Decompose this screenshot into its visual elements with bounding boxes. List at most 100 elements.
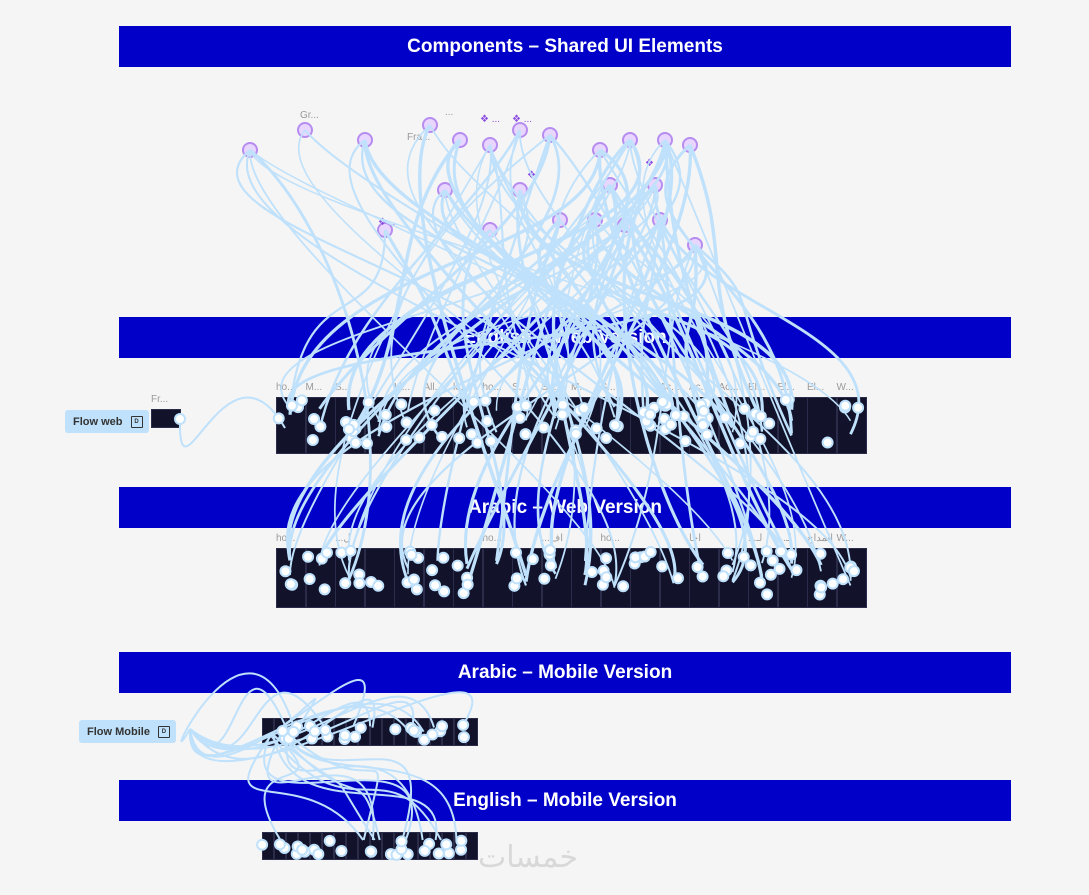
arabic-web-frame[interactable] (364, 548, 395, 608)
english-web-frame[interactable] (689, 397, 719, 454)
arabic-web-frame[interactable] (276, 548, 306, 608)
english-mobile-frame[interactable] (466, 832, 478, 860)
component-instance[interactable] (542, 127, 558, 143)
arabic-mobile-frame[interactable] (274, 718, 286, 746)
arabic-mobile-frame[interactable] (334, 718, 346, 746)
arabic-mobile-frame[interactable] (310, 718, 322, 746)
english-web-frame[interactable] (571, 397, 601, 454)
component-instance[interactable] (552, 212, 568, 228)
english-mobile-frame[interactable] (406, 832, 418, 860)
component-instance[interactable] (437, 182, 453, 198)
arabic-web-frame[interactable] (777, 548, 808, 608)
english-web-frame[interactable] (836, 397, 867, 454)
arabic-mobile-frame[interactable] (442, 718, 454, 746)
arabic-web-frame[interactable] (689, 548, 719, 608)
english-web-frame[interactable] (276, 397, 306, 454)
english-web-frame[interactable] (364, 397, 395, 454)
english-mobile-frame[interactable] (430, 832, 442, 860)
arabic-mobile-frame[interactable] (454, 718, 466, 746)
english-web-frame[interactable] (482, 397, 513, 454)
english-web-frame[interactable] (394, 397, 424, 454)
english-web-frame[interactable] (807, 397, 837, 454)
english-mobile-frame[interactable] (322, 832, 334, 860)
english-web-frame[interactable] (659, 397, 690, 454)
english-web-frame[interactable] (718, 397, 749, 454)
flow-start-mobile[interactable]: Flow Mobile D (79, 720, 176, 743)
arabic-web-frame[interactable] (748, 548, 778, 608)
english-web-frame[interactable] (777, 397, 808, 454)
english-web-frame[interactable] (630, 397, 660, 454)
arabic-mobile-frame[interactable] (358, 718, 370, 746)
component-instance[interactable] (482, 222, 498, 238)
arabic-mobile-frame[interactable] (262, 718, 274, 746)
arabic-web-frame[interactable] (512, 548, 542, 608)
arabic-web-frame[interactable] (600, 548, 631, 608)
component-instance[interactable] (587, 212, 603, 228)
flow-start-frame[interactable] (151, 409, 181, 428)
component-instance[interactable] (622, 132, 638, 148)
english-mobile-frame[interactable] (442, 832, 454, 860)
english-web-frame[interactable] (335, 397, 365, 454)
arabic-mobile-frame[interactable] (286, 718, 298, 746)
english-mobile-frame[interactable] (358, 832, 370, 860)
arabic-mobile-frame[interactable] (466, 718, 478, 746)
arabic-mobile-frame[interactable] (370, 718, 382, 746)
arabic-mobile-frame[interactable] (298, 718, 310, 746)
arabic-web-frame[interactable] (394, 548, 424, 608)
arabic-web-frame[interactable] (836, 548, 867, 608)
arabic-web-frame[interactable] (423, 548, 454, 608)
arabic-web-frame[interactable] (807, 548, 837, 608)
arabic-mobile-frame[interactable] (382, 718, 394, 746)
english-mobile-frame[interactable] (370, 832, 382, 860)
english-mobile-frame[interactable] (310, 832, 322, 860)
english-mobile-frame[interactable] (262, 832, 274, 860)
english-mobile-frame[interactable] (298, 832, 310, 860)
english-mobile-frame[interactable] (418, 832, 430, 860)
english-web-frame[interactable] (512, 397, 542, 454)
arabic-web-frame[interactable] (718, 548, 749, 608)
component-instance[interactable] (297, 122, 313, 138)
component-instance[interactable] (242, 142, 258, 158)
arabic-mobile-frame[interactable] (406, 718, 418, 746)
component-instance[interactable] (657, 132, 673, 148)
component-instance[interactable] (357, 132, 373, 148)
arabic-mobile-frame[interactable] (322, 718, 334, 746)
component-instance[interactable] (647, 177, 663, 193)
arabic-mobile-frame[interactable] (430, 718, 442, 746)
arabic-web-frame[interactable] (571, 548, 601, 608)
arabic-mobile-frame[interactable] (394, 718, 406, 746)
english-mobile-frame[interactable] (334, 832, 346, 860)
component-instance[interactable] (682, 137, 698, 153)
english-mobile-frame[interactable] (346, 832, 358, 860)
component-instance[interactable] (687, 237, 703, 253)
english-mobile-frame[interactable] (286, 832, 298, 860)
english-mobile-frame[interactable] (274, 832, 286, 860)
arabic-web-frame[interactable] (482, 548, 513, 608)
english-web-frame[interactable] (453, 397, 483, 454)
english-web-frame[interactable] (541, 397, 572, 454)
component-instance[interactable] (617, 217, 633, 233)
arabic-web-frame[interactable] (659, 548, 690, 608)
arabic-web-frame[interactable] (541, 548, 572, 608)
english-web-frame[interactable] (305, 397, 336, 454)
arabic-web-frame[interactable] (305, 548, 336, 608)
flow-start-web[interactable]: Flow web D (65, 410, 149, 433)
english-web-frame[interactable] (748, 397, 778, 454)
component-instance[interactable] (422, 117, 438, 133)
english-mobile-frame[interactable] (394, 832, 406, 860)
english-mobile-frame[interactable] (454, 832, 466, 860)
arabic-web-frame[interactable] (630, 548, 660, 608)
arabic-mobile-frame[interactable] (346, 718, 358, 746)
component-instance[interactable] (652, 212, 668, 228)
english-web-frame[interactable] (423, 397, 454, 454)
component-instance[interactable] (512, 122, 528, 138)
component-instance[interactable] (377, 222, 393, 238)
arabic-web-frame[interactable] (335, 548, 365, 608)
arabic-mobile-frame[interactable] (418, 718, 430, 746)
english-web-frame[interactable] (600, 397, 631, 454)
component-instance[interactable] (512, 182, 528, 198)
component-instance[interactable] (592, 142, 608, 158)
component-instance[interactable] (482, 137, 498, 153)
arabic-web-frame[interactable] (453, 548, 483, 608)
english-mobile-frame[interactable] (382, 832, 394, 860)
